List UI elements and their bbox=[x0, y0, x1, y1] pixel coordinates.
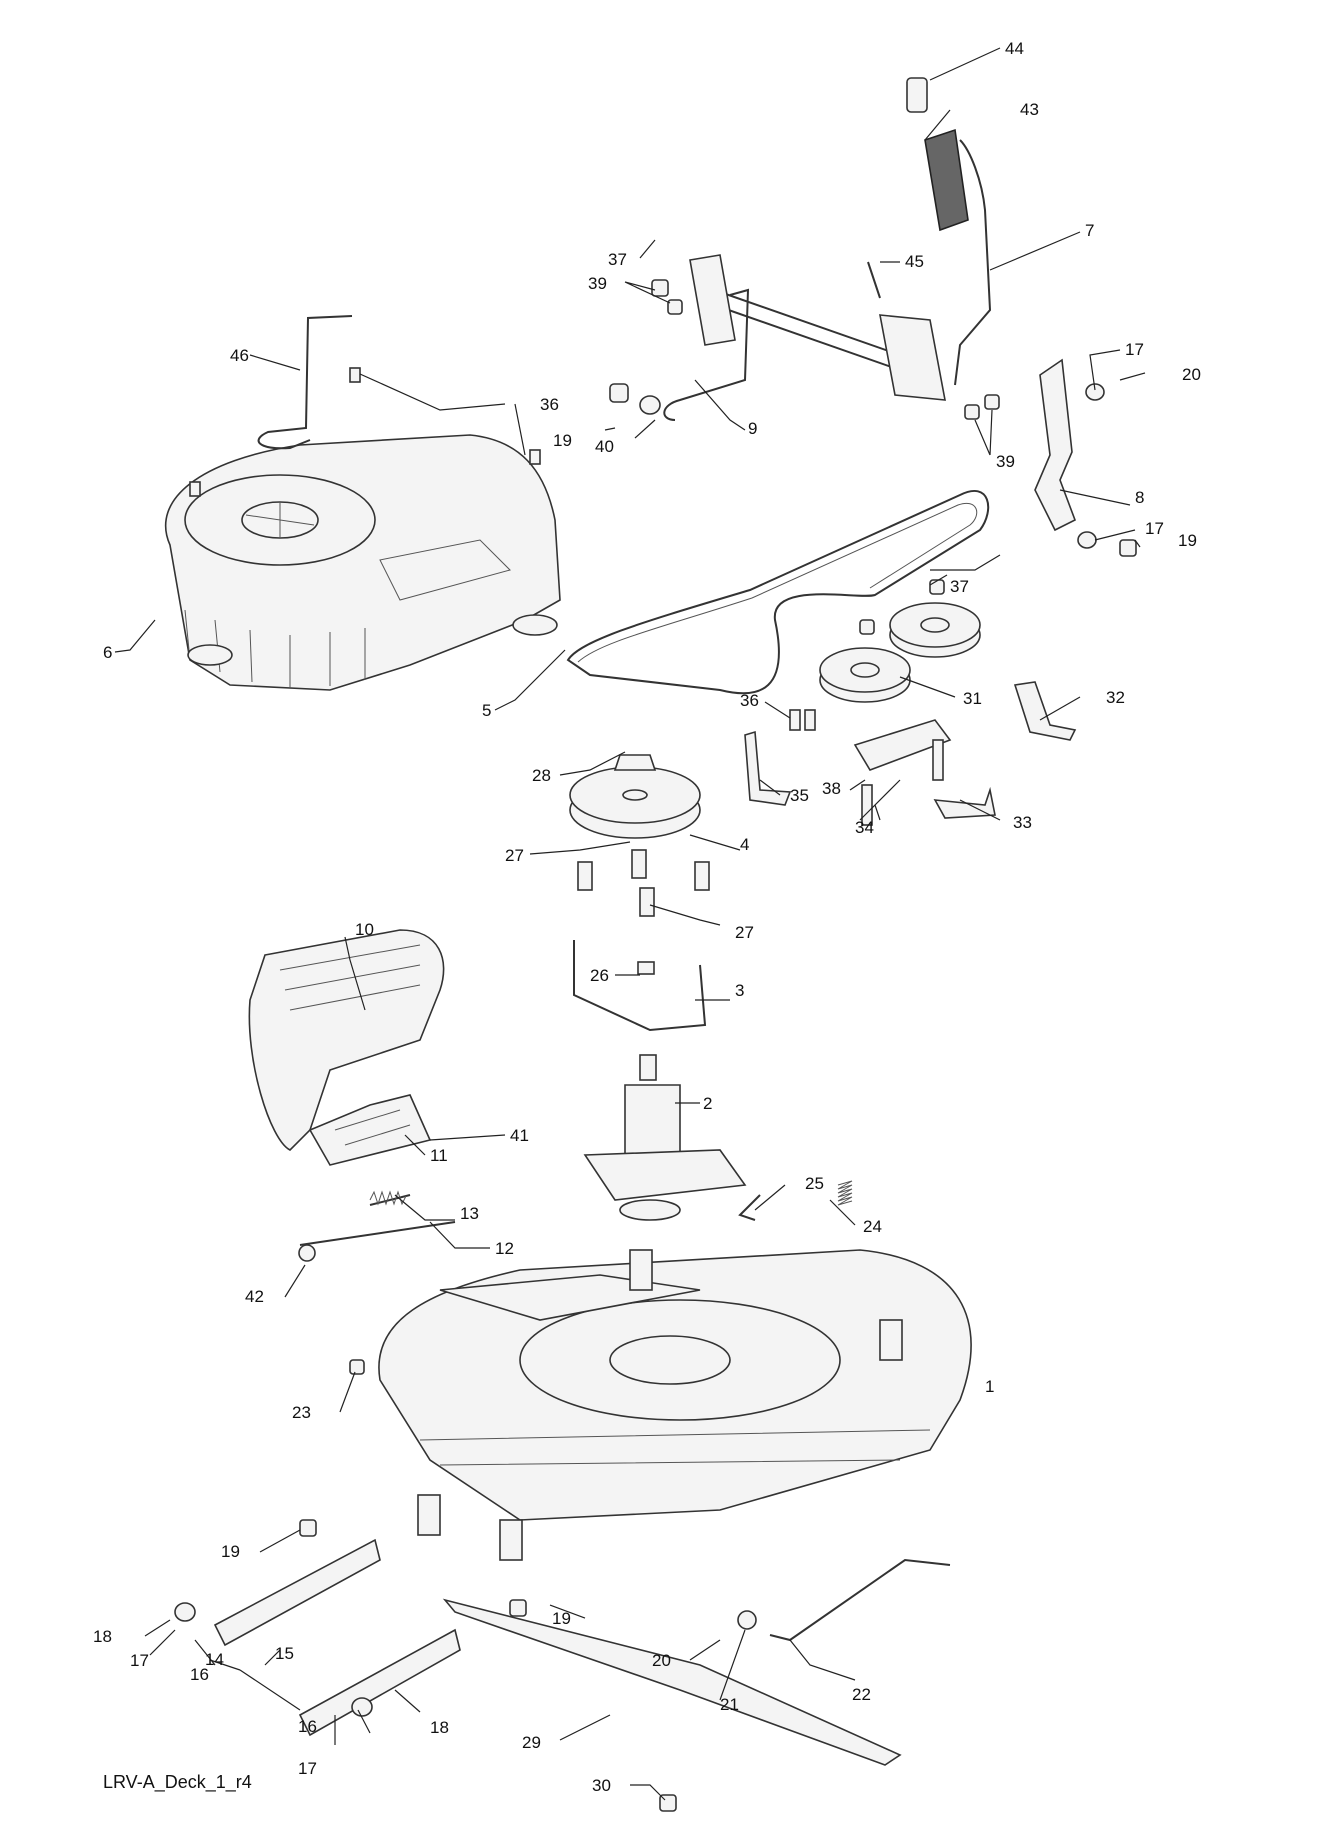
callout: 4 bbox=[740, 835, 749, 854]
callout: 2 bbox=[703, 1094, 712, 1113]
part-drawings bbox=[164, 77, 1137, 1812]
callout: 1 bbox=[985, 1377, 994, 1396]
callout: 14 bbox=[205, 1650, 224, 1669]
callout: 29 bbox=[522, 1733, 541, 1752]
chute-rod-and-spring bbox=[299, 1190, 456, 1246]
idler-brackets bbox=[744, 681, 1077, 826]
callout: 7 bbox=[1085, 221, 1094, 240]
callout: 21 bbox=[720, 1695, 739, 1714]
callout: 26 bbox=[590, 966, 609, 985]
callout: 12 bbox=[495, 1239, 514, 1258]
callout: 28 bbox=[532, 766, 551, 785]
callout: 11 bbox=[430, 1146, 448, 1165]
callout: 37 bbox=[950, 577, 969, 596]
callout: 19 bbox=[552, 1609, 571, 1628]
callout: 17 bbox=[130, 1651, 149, 1670]
spindle-housing bbox=[583, 1054, 747, 1221]
callout: 18 bbox=[93, 1627, 112, 1646]
callout: 16 bbox=[190, 1665, 209, 1684]
callout: 32 bbox=[1106, 688, 1125, 707]
drive-belt bbox=[566, 489, 990, 695]
lift-shaft-assembly bbox=[663, 77, 992, 421]
belt-cover bbox=[164, 434, 561, 691]
callout: 27 bbox=[505, 846, 524, 865]
callout: 22 bbox=[852, 1685, 871, 1704]
callout: 18 bbox=[430, 1718, 449, 1737]
callout: 8 bbox=[1135, 488, 1144, 507]
idler-pulleys bbox=[819, 602, 981, 703]
callout: 33 bbox=[1013, 813, 1032, 832]
callout: 43 bbox=[1020, 100, 1039, 119]
callout: 27 bbox=[735, 923, 754, 942]
callout: 39 bbox=[588, 274, 607, 293]
spring-and-clip bbox=[738, 1180, 853, 1221]
callout: 20 bbox=[652, 1651, 671, 1670]
callout-numbers: 1 2 3 4 5 6 7 8 9 10 11 12 13 14 15 16 1… bbox=[93, 39, 1201, 1795]
callout: 6 bbox=[103, 643, 112, 662]
spindle-bracket bbox=[573, 940, 707, 1032]
callout: 3 bbox=[735, 981, 744, 1000]
callout: 16 bbox=[298, 1717, 317, 1736]
callout: 13 bbox=[460, 1204, 479, 1223]
drawing-reference-label: LRV-A_Deck_1_r4 bbox=[103, 1772, 252, 1792]
discharge-chute bbox=[248, 929, 445, 1166]
callout: 44 bbox=[1005, 39, 1024, 58]
callout: 19 bbox=[221, 1542, 240, 1561]
callout: 45 bbox=[905, 252, 924, 271]
callout: 17 bbox=[1125, 340, 1144, 359]
callout: 23 bbox=[292, 1403, 311, 1422]
callout: 17 bbox=[1145, 519, 1164, 538]
callout: 46 bbox=[230, 346, 249, 365]
callout: 5 bbox=[482, 701, 491, 720]
callout: 37 bbox=[608, 250, 627, 269]
callout: 34 bbox=[855, 818, 874, 837]
hardware bbox=[174, 279, 1000, 1812]
callout: 10 bbox=[355, 920, 374, 939]
callout: 20 bbox=[1182, 365, 1201, 384]
callout: 9 bbox=[748, 419, 757, 438]
mower-blade bbox=[442, 1598, 902, 1766]
callout: 39 bbox=[996, 452, 1015, 471]
front-rod bbox=[769, 1558, 951, 1642]
callout: 25 bbox=[805, 1174, 824, 1193]
callout: 36 bbox=[740, 691, 759, 710]
callout: 19 bbox=[553, 431, 572, 450]
callout: 36 bbox=[540, 395, 559, 414]
callout: 31 bbox=[963, 689, 982, 708]
mower-deck bbox=[378, 1249, 972, 1561]
height-bracket bbox=[1034, 358, 1137, 557]
callout: 15 bbox=[275, 1644, 294, 1663]
leader-lines bbox=[114, 47, 1146, 1801]
hook-rod bbox=[257, 315, 353, 450]
callout: 19 bbox=[1178, 531, 1197, 550]
callout: 42 bbox=[245, 1287, 264, 1306]
callout: 41 bbox=[510, 1126, 529, 1145]
callout: 38 bbox=[822, 779, 841, 798]
callout: 24 bbox=[863, 1217, 882, 1236]
callout: 40 bbox=[595, 437, 614, 456]
spindle-pulley bbox=[569, 754, 701, 839]
callout: 30 bbox=[592, 1776, 611, 1795]
callout: 35 bbox=[790, 786, 809, 805]
callout: 17 bbox=[298, 1759, 317, 1778]
spindle-bolts bbox=[577, 849, 710, 917]
deck-arms bbox=[213, 1538, 461, 1737]
